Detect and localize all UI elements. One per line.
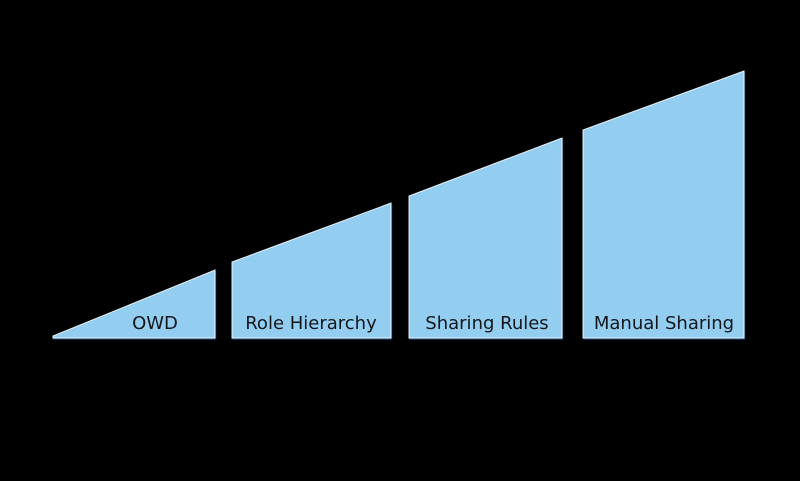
steps-shapes-group: [52, 70, 745, 339]
step-label-sharing-rules: Sharing Rules: [425, 313, 548, 334]
step-shape-sharing-rules: [408, 137, 563, 339]
step-shape-manual-sharing: [582, 70, 745, 339]
step-label-owd: OWD: [132, 313, 178, 334]
step-label-role-hierarchy: Role Hierarchy: [245, 313, 377, 334]
step-shape-role-hierarchy: [231, 202, 392, 339]
steps-labels-group: OWD Role Hierarchy Sharing Rules Manual Sha…: [132, 313, 734, 334]
step-label-manual-sharing: Manual Sharing: [594, 313, 734, 334]
step-shape-owd: [52, 269, 216, 339]
